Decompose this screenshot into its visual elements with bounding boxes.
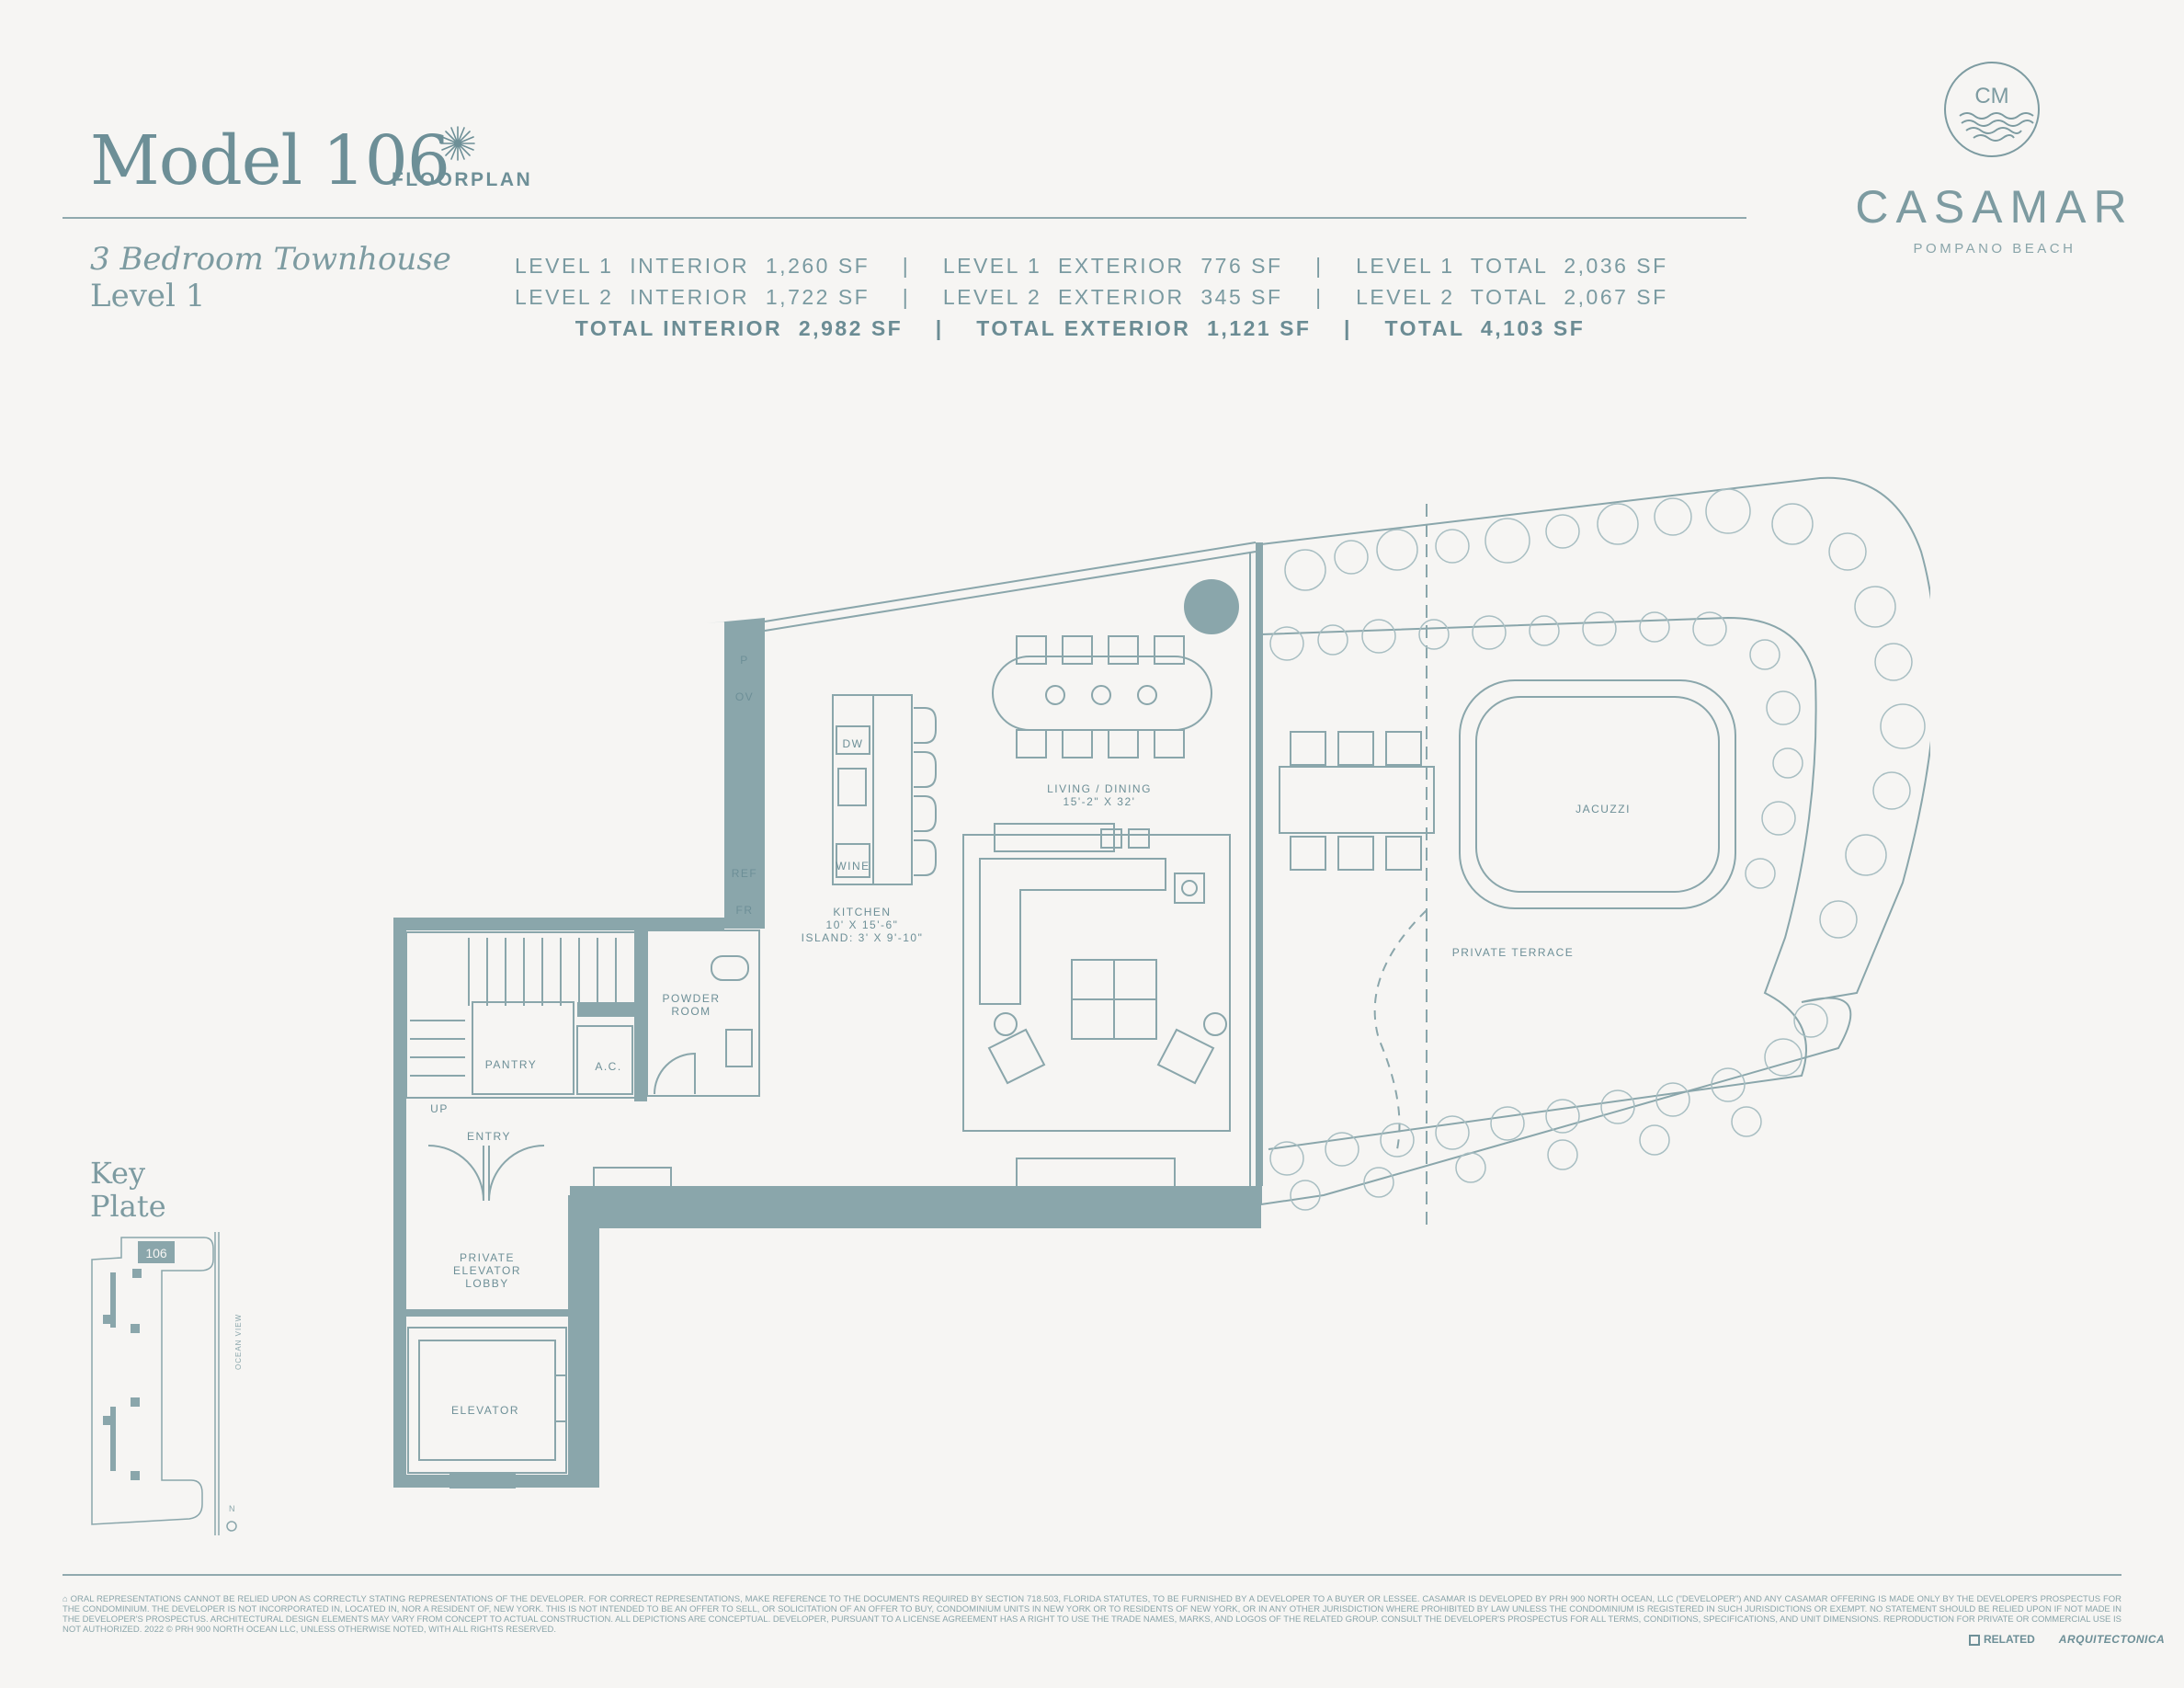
label-private-terrace: PRIVATE TERRACE bbox=[1452, 946, 1575, 959]
label-kitchen-dimensions: 10' X 15'-6" bbox=[826, 918, 899, 931]
footer-divider bbox=[63, 1574, 2121, 1576]
stats-row-totals: TOTAL INTERIOR 2,982 SF | TOTAL EXTERIOR… bbox=[574, 316, 1586, 340]
label-ac: A.C. bbox=[595, 1060, 621, 1073]
ocean-view-label: OCEAN VIEW bbox=[234, 1314, 243, 1370]
equal-housing-icon: ⌂ bbox=[63, 1594, 68, 1604]
key-plate-title: Key Plate bbox=[90, 1157, 166, 1223]
model-title: Model 106 bbox=[90, 121, 450, 200]
key-plate-title-line-2: Plate bbox=[90, 1189, 166, 1224]
label-living-dimensions: 15'-2" X 32' bbox=[1064, 795, 1136, 808]
disclaimer-text: ORAL REPRESENTATIONS CANNOT BE RELIED UP… bbox=[63, 1594, 2121, 1635]
label-refrigerator: REF bbox=[732, 867, 758, 880]
area-stats: LEVEL 1 INTERIOR 1,260 SF | LEVEL 1 EXTE… bbox=[515, 250, 1668, 344]
brand-name: CASAMAR bbox=[1855, 181, 2134, 233]
label-powder: POWDER bbox=[663, 992, 721, 1005]
label-elevator: ELEVATOR bbox=[451, 1404, 519, 1417]
terrace-outline bbox=[1260, 476, 1930, 1206]
key-plate-unit: 106 bbox=[145, 1246, 167, 1260]
label-entry: ENTRY bbox=[467, 1130, 511, 1143]
label-kitchen: KITCHEN bbox=[833, 906, 891, 918]
legal-disclaimer: ⌂ ORAL REPRESENTATIONS CANNOT BE RELIED … bbox=[63, 1594, 2121, 1635]
key-plate-map: 106 OCEAN VIEW N bbox=[91, 1232, 243, 1535]
stats-row-level2: LEVEL 2 INTERIOR 1,722 SF | LEVEL 2 EXTE… bbox=[515, 285, 1668, 309]
footer-logos: RELATED ARQUITECTONICA bbox=[1965, 1633, 2165, 1646]
brand-location: POMPANO BEACH bbox=[1913, 241, 2076, 257]
label-lobby-1: PRIVATE bbox=[460, 1251, 515, 1264]
jacuzzi-outline bbox=[1459, 679, 1736, 909]
column bbox=[1184, 579, 1239, 634]
casamar-logo-icon: CM bbox=[1944, 62, 2040, 157]
subtitle-line-2: Level 1 bbox=[90, 278, 206, 314]
label-room: ROOM bbox=[671, 1005, 711, 1018]
arquitectonica-logo: ARQUITECTONICA bbox=[2058, 1633, 2166, 1646]
label-dishwasher: DW bbox=[843, 737, 864, 750]
label-freezer: FR bbox=[736, 904, 754, 917]
floorplan-label: FLOORPLAN bbox=[392, 169, 533, 190]
label-lobby-3: LOBBY bbox=[465, 1277, 509, 1290]
label-jacuzzi: JACUZZI bbox=[1575, 803, 1631, 815]
unit-subtitle: 3 Bedroom Townhouse Level 1 bbox=[90, 241, 451, 314]
label-pantry-p: P bbox=[740, 654, 749, 667]
key-plate-title-line-1: Key bbox=[90, 1156, 146, 1191]
label-oven: OV bbox=[735, 690, 754, 703]
label-wine: WINE bbox=[836, 860, 870, 873]
header-divider bbox=[63, 217, 1746, 219]
label-island-dimensions: ISLAND: 3' X 9'-10" bbox=[802, 931, 924, 944]
related-logo: RELATED bbox=[1984, 1633, 2035, 1646]
exterior-wall bbox=[706, 618, 765, 929]
label-living-dining: LIVING / DINING bbox=[1047, 782, 1152, 795]
label-up: UP bbox=[430, 1102, 449, 1115]
stats-row-level1: LEVEL 1 INTERIOR 1,260 SF | LEVEL 1 EXTE… bbox=[515, 254, 1668, 278]
label-pantry: PANTRY bbox=[485, 1058, 538, 1071]
related-logo-icon bbox=[1969, 1635, 1980, 1646]
logo-monogram: CM bbox=[1974, 84, 2008, 108]
label-lobby-2: ELEVATOR bbox=[453, 1264, 521, 1277]
sun-icon bbox=[440, 126, 475, 161]
subtitle-line-1: 3 Bedroom Townhouse bbox=[90, 241, 451, 278]
floorplan-drawing: P OV REF FR DW WINE KITCHEN 10' X 15'-6"… bbox=[393, 476, 1930, 1488]
north-arrow-label: N bbox=[229, 1504, 235, 1513]
